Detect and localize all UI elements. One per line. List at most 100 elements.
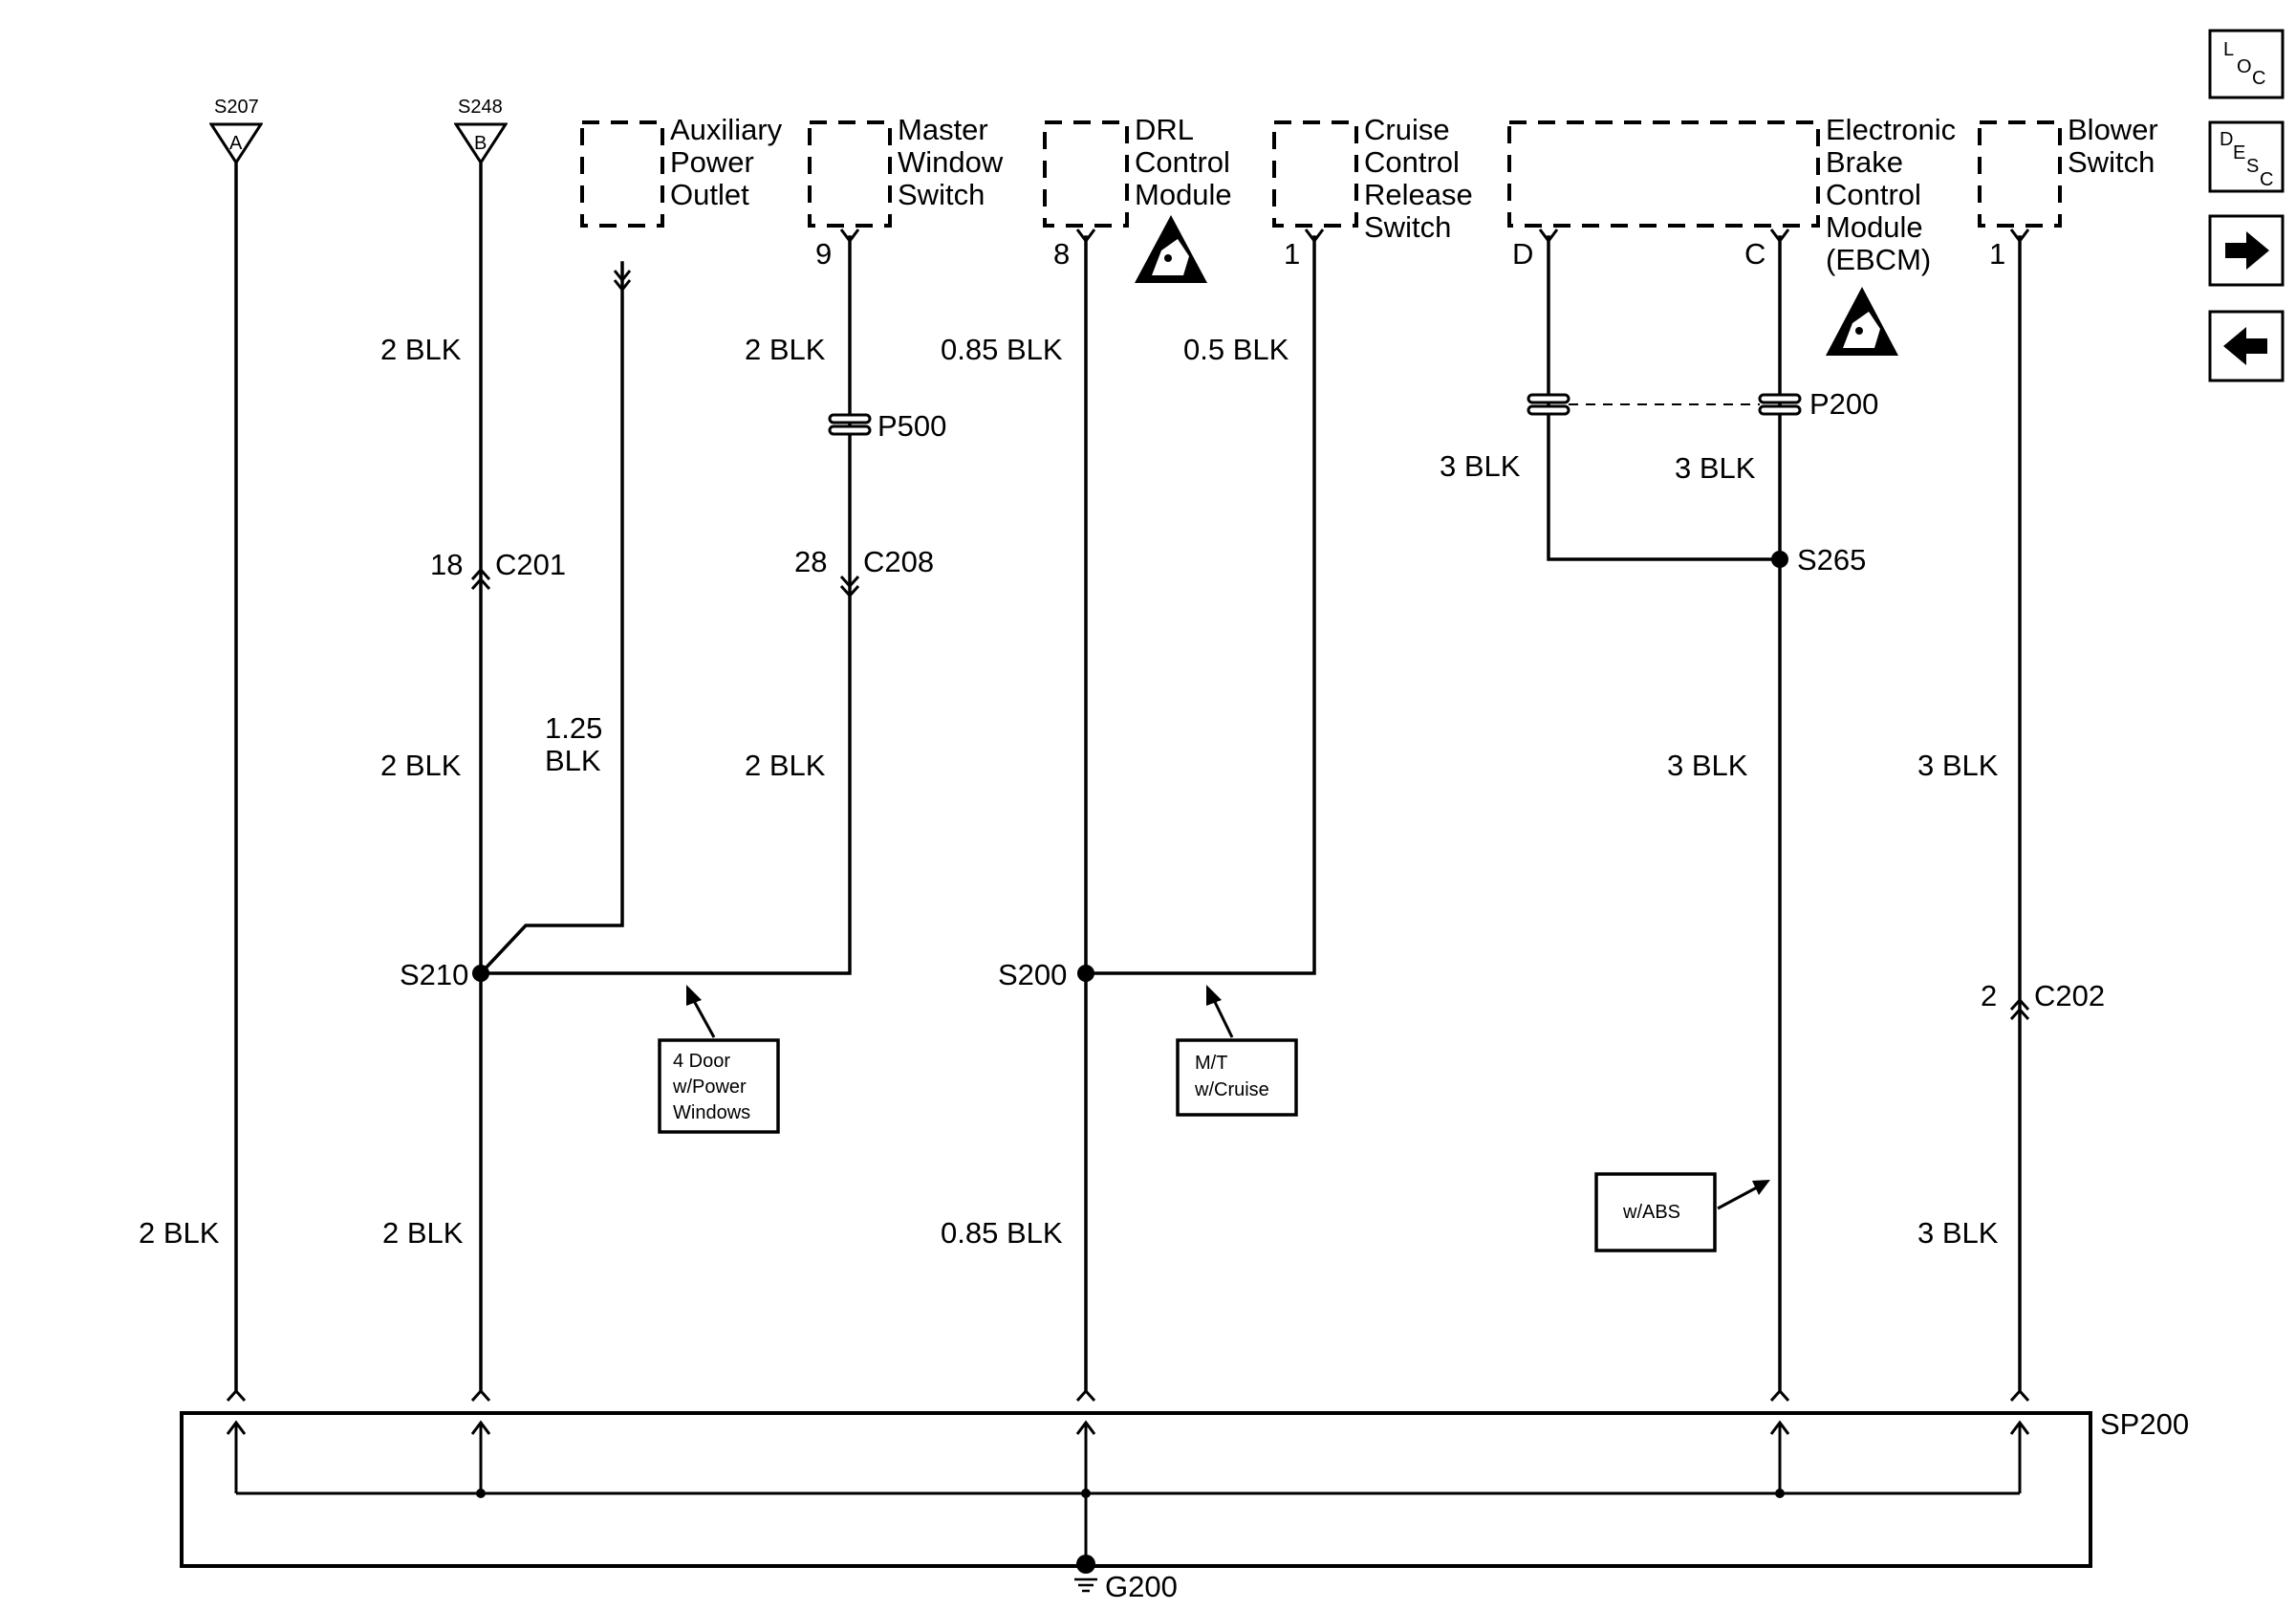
next-arrow-button[interactable] <box>2208 214 2285 287</box>
drl-label-1: DRL <box>1135 113 1194 146</box>
c202-pin-label: 2 <box>1981 979 1997 1012</box>
window-label-1: Master <box>898 113 988 146</box>
component-boxes <box>580 120 2062 228</box>
wire-label: 2 BLK <box>380 333 462 366</box>
c208-label: C208 <box>863 545 934 578</box>
splice-s248: S248 B <box>454 97 508 164</box>
wire-label: 3 BLK <box>1675 451 1756 485</box>
wire-label: 2 BLK <box>139 1216 220 1250</box>
desc-button[interactable]: D E S C <box>2208 120 2285 193</box>
sp200-terminals <box>226 1388 2030 1403</box>
option-abs: w/ABS <box>1594 1172 1770 1252</box>
wire-label: 3 BLK <box>1440 449 1521 483</box>
c201-pin-label: 18 <box>430 548 463 581</box>
master-window-switch-box <box>808 120 892 228</box>
desc-letter: S <box>2246 156 2259 177</box>
cruise-release-switch-box <box>1272 120 1358 228</box>
drl-module-box <box>1043 120 1129 228</box>
loc-letter: C <box>2252 68 2265 89</box>
splice-s248-letter: B <box>474 133 487 154</box>
drl-label-2: Control <box>1135 145 1230 179</box>
pin-1-cruise-label: 1 <box>1284 237 1300 271</box>
sp200-label: SP200 <box>2100 1407 2189 1441</box>
splice-s200-dot <box>1077 965 1094 982</box>
wire-label: 3 BLK <box>1917 749 1999 782</box>
pin-terminals <box>613 228 2030 293</box>
p500-label: P500 <box>877 409 946 443</box>
splice-s265-dot <box>1771 551 1788 568</box>
desc-letter: C <box>2260 169 2273 190</box>
option-line: Windows <box>673 1102 750 1123</box>
connector-p200 <box>1527 393 1802 416</box>
arrow-left-icon <box>2223 327 2267 365</box>
ebcm-box <box>1507 120 1820 228</box>
wire-label: 1.25 <box>545 711 602 745</box>
connector-p500 <box>828 413 872 436</box>
aux-power-outlet-box <box>580 120 664 228</box>
wire-label: BLK <box>545 744 601 777</box>
cruise-label-4: Switch <box>1364 210 1451 244</box>
splice-dots <box>472 551 1788 982</box>
pin-8-label: 8 <box>1053 237 1070 271</box>
aux-label-3: Outlet <box>670 178 749 211</box>
wire-label: 0.85 BLK <box>941 333 1063 366</box>
ground-icon <box>1074 1555 1097 1593</box>
blower-label-2: Switch <box>2068 145 2155 179</box>
ebcm-label-2: Brake <box>1826 145 1903 179</box>
c208-pin-label: 28 <box>794 545 827 578</box>
s265-label: S265 <box>1797 543 1866 577</box>
pin-1-blower-label: 1 <box>1989 237 2005 271</box>
wire-label: 2 BLK <box>745 749 826 782</box>
ebcm-label-3: Control <box>1826 178 1921 211</box>
loc-letter: L <box>2223 39 2234 60</box>
blower-switch-box <box>1978 120 2062 228</box>
splice-s248-label: S248 <box>458 97 503 118</box>
cruise-label-3: Release <box>1364 178 1473 211</box>
loc-letter: O <box>2237 56 2252 77</box>
desc-letter: D <box>2220 129 2233 150</box>
wire-label: 2 BLK <box>382 1216 464 1250</box>
connector-c208 <box>839 575 860 598</box>
wire-label: 0.85 BLK <box>941 1216 1063 1250</box>
pin-d-label: D <box>1512 237 1533 271</box>
connector-c201 <box>470 567 491 591</box>
aux-label-1: Auxiliary <box>670 113 783 146</box>
wire-labels: 2 BLK 2 BLK 0.85 BLK 0.5 BLK 3 BLK 3 BLK… <box>139 333 1999 1250</box>
wire-lines <box>234 163 2022 1393</box>
desc-letter: E <box>2233 142 2245 163</box>
pin-labels: 9 8 1 D C 1 <box>815 237 2005 271</box>
g200-label: G200 <box>1105 1570 1178 1603</box>
prev-arrow-button[interactable] <box>2208 310 2285 382</box>
option-line: w/Cruise <box>1194 1079 1269 1100</box>
s210-label: S210 <box>400 958 468 991</box>
loc-button[interactable]: L O C <box>2208 29 2285 99</box>
esd-warning-icon <box>1826 287 1898 356</box>
option-four-door: 4 Door w/Power Windows <box>658 985 780 1134</box>
cruise-label-1: Cruise <box>1364 113 1450 146</box>
cruise-label-2: Control <box>1364 145 1460 179</box>
splice-s210-dot <box>472 965 489 982</box>
wire-label: 3 BLK <box>1917 1216 1999 1250</box>
c201-label: C201 <box>495 548 566 581</box>
ebcm-label-1: Electronic <box>1826 113 1956 146</box>
option-line: 4 Door <box>673 1051 730 1072</box>
p200-label: P200 <box>1809 387 1878 421</box>
window-label-2: Window <box>898 145 1004 179</box>
splice-s207-label: S207 <box>214 97 259 118</box>
connector-c202 <box>2009 997 2030 1021</box>
arrow-right-icon <box>2225 231 2269 270</box>
wire-label: 0.5 BLK <box>1183 333 1289 366</box>
component-labels: Auxiliary Power Outlet Master Window Swi… <box>670 113 2158 276</box>
pin-c-label: C <box>1744 237 1765 271</box>
option-line: M/T <box>1195 1053 1227 1074</box>
esd-warning-icon <box>1135 215 1207 283</box>
splice-s207: S207 A <box>209 97 263 164</box>
pin-9-label: 9 <box>815 237 832 271</box>
wire-label: 2 BLK <box>745 333 826 366</box>
window-label-3: Switch <box>898 178 985 211</box>
ebcm-label-4: Module <box>1826 210 1923 244</box>
option-line: w/Power <box>672 1077 747 1098</box>
ebcm-label-5: (EBCM) <box>1826 243 1931 276</box>
splice-pack-sp200 <box>180 1411 2092 1568</box>
